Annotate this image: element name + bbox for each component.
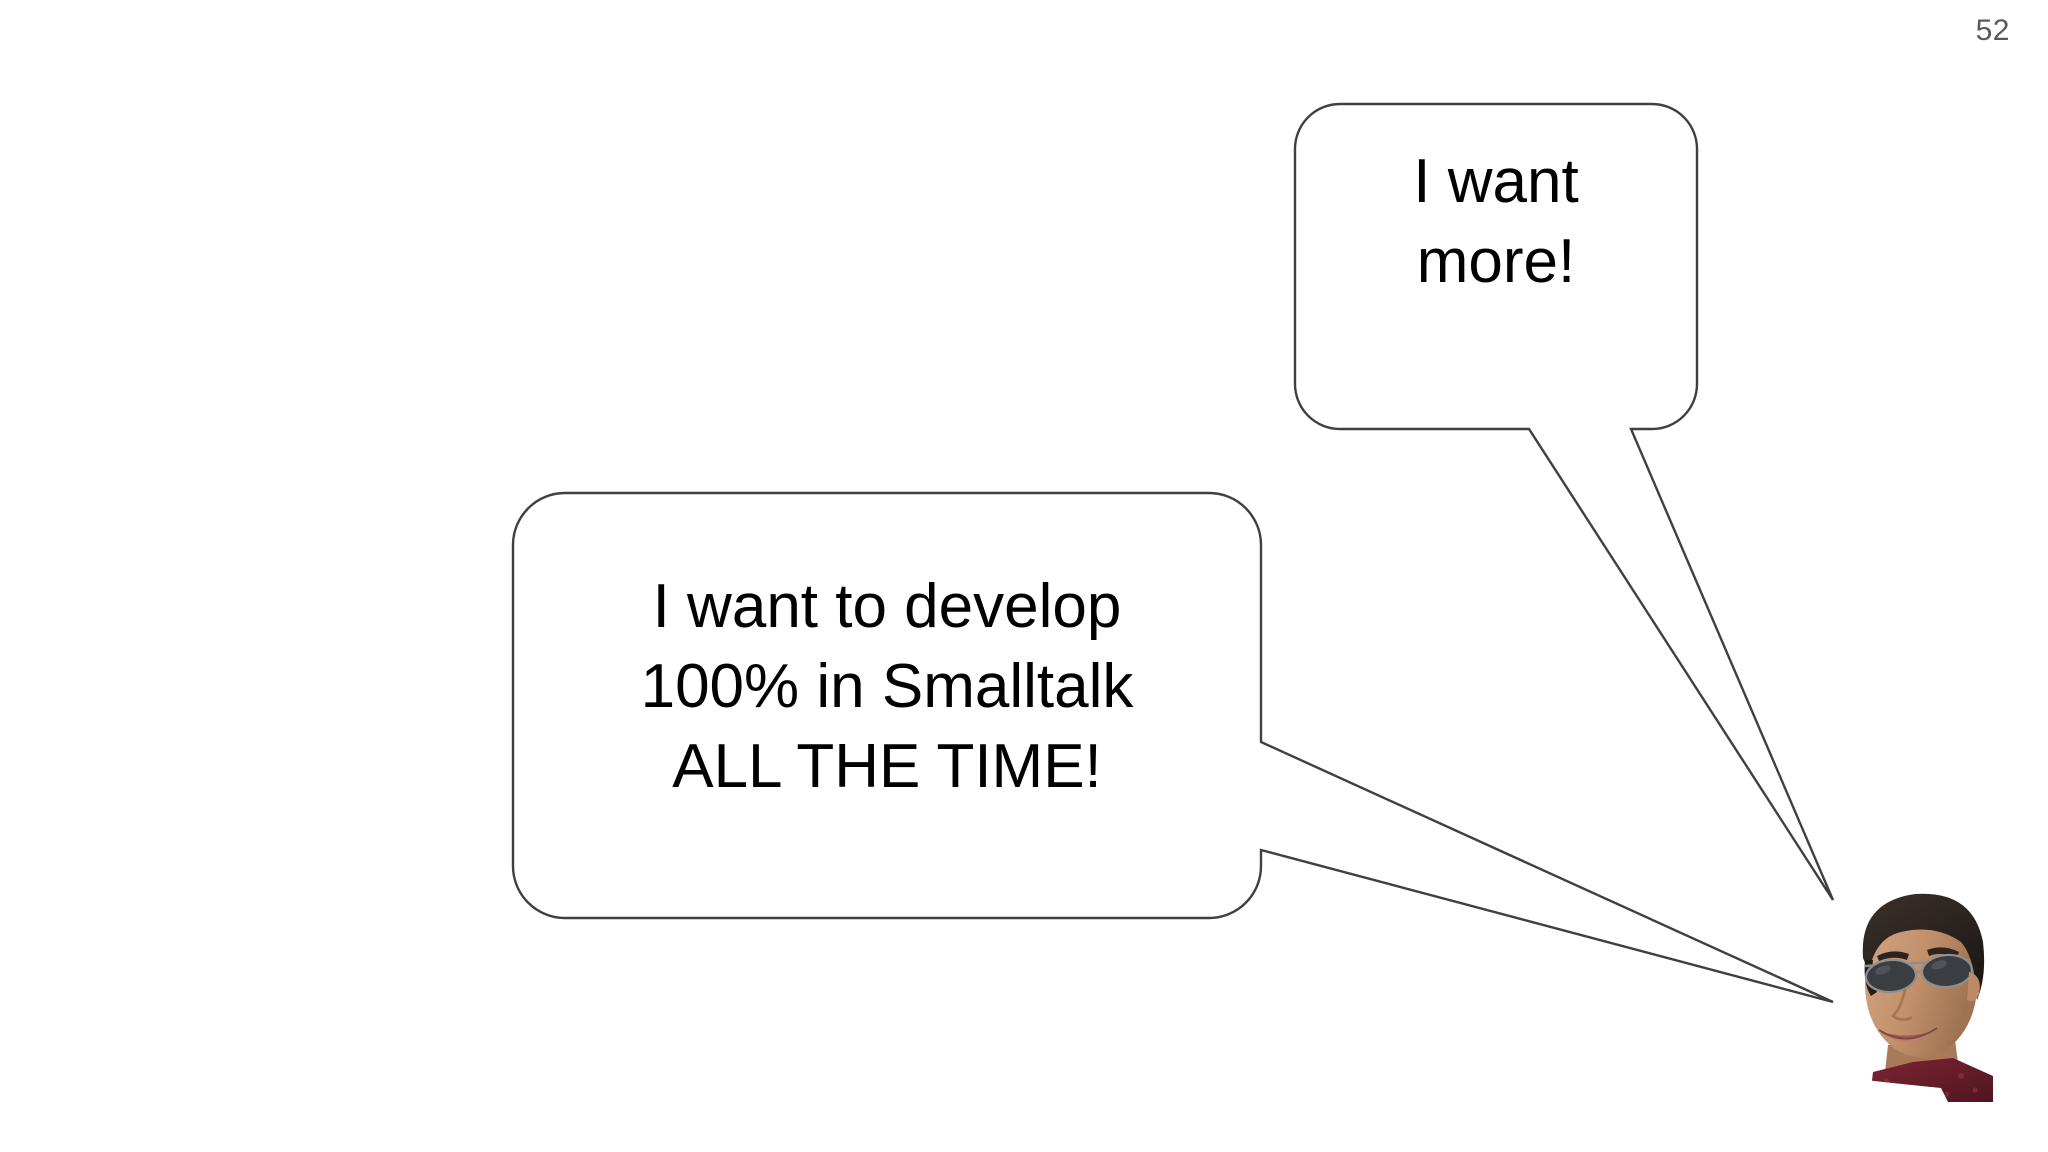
speech-bubble-smalltalk-text: I want to develop 100% in Smalltalk ALL …: [640, 572, 1134, 801]
speech-bubble-smalltalk-outline: [511, 491, 1834, 1004]
sunglasses-icon: [1864, 953, 1974, 994]
hair: [1862, 893, 1985, 1000]
nose: [1891, 988, 1913, 1021]
person-photo: [1862, 893, 1993, 1102]
page-number: 52: [1975, 14, 2010, 47]
smile-line: [1878, 1027, 1938, 1040]
speech-bubble-i-want-more-outline: [1293, 102, 1835, 901]
ear: [1967, 972, 1980, 1002]
lower-lip: [1885, 1032, 1931, 1043]
eyebrow-left: [1877, 951, 1909, 961]
speech-bubble-i-want-more-text: I want more!: [1413, 147, 1579, 296]
